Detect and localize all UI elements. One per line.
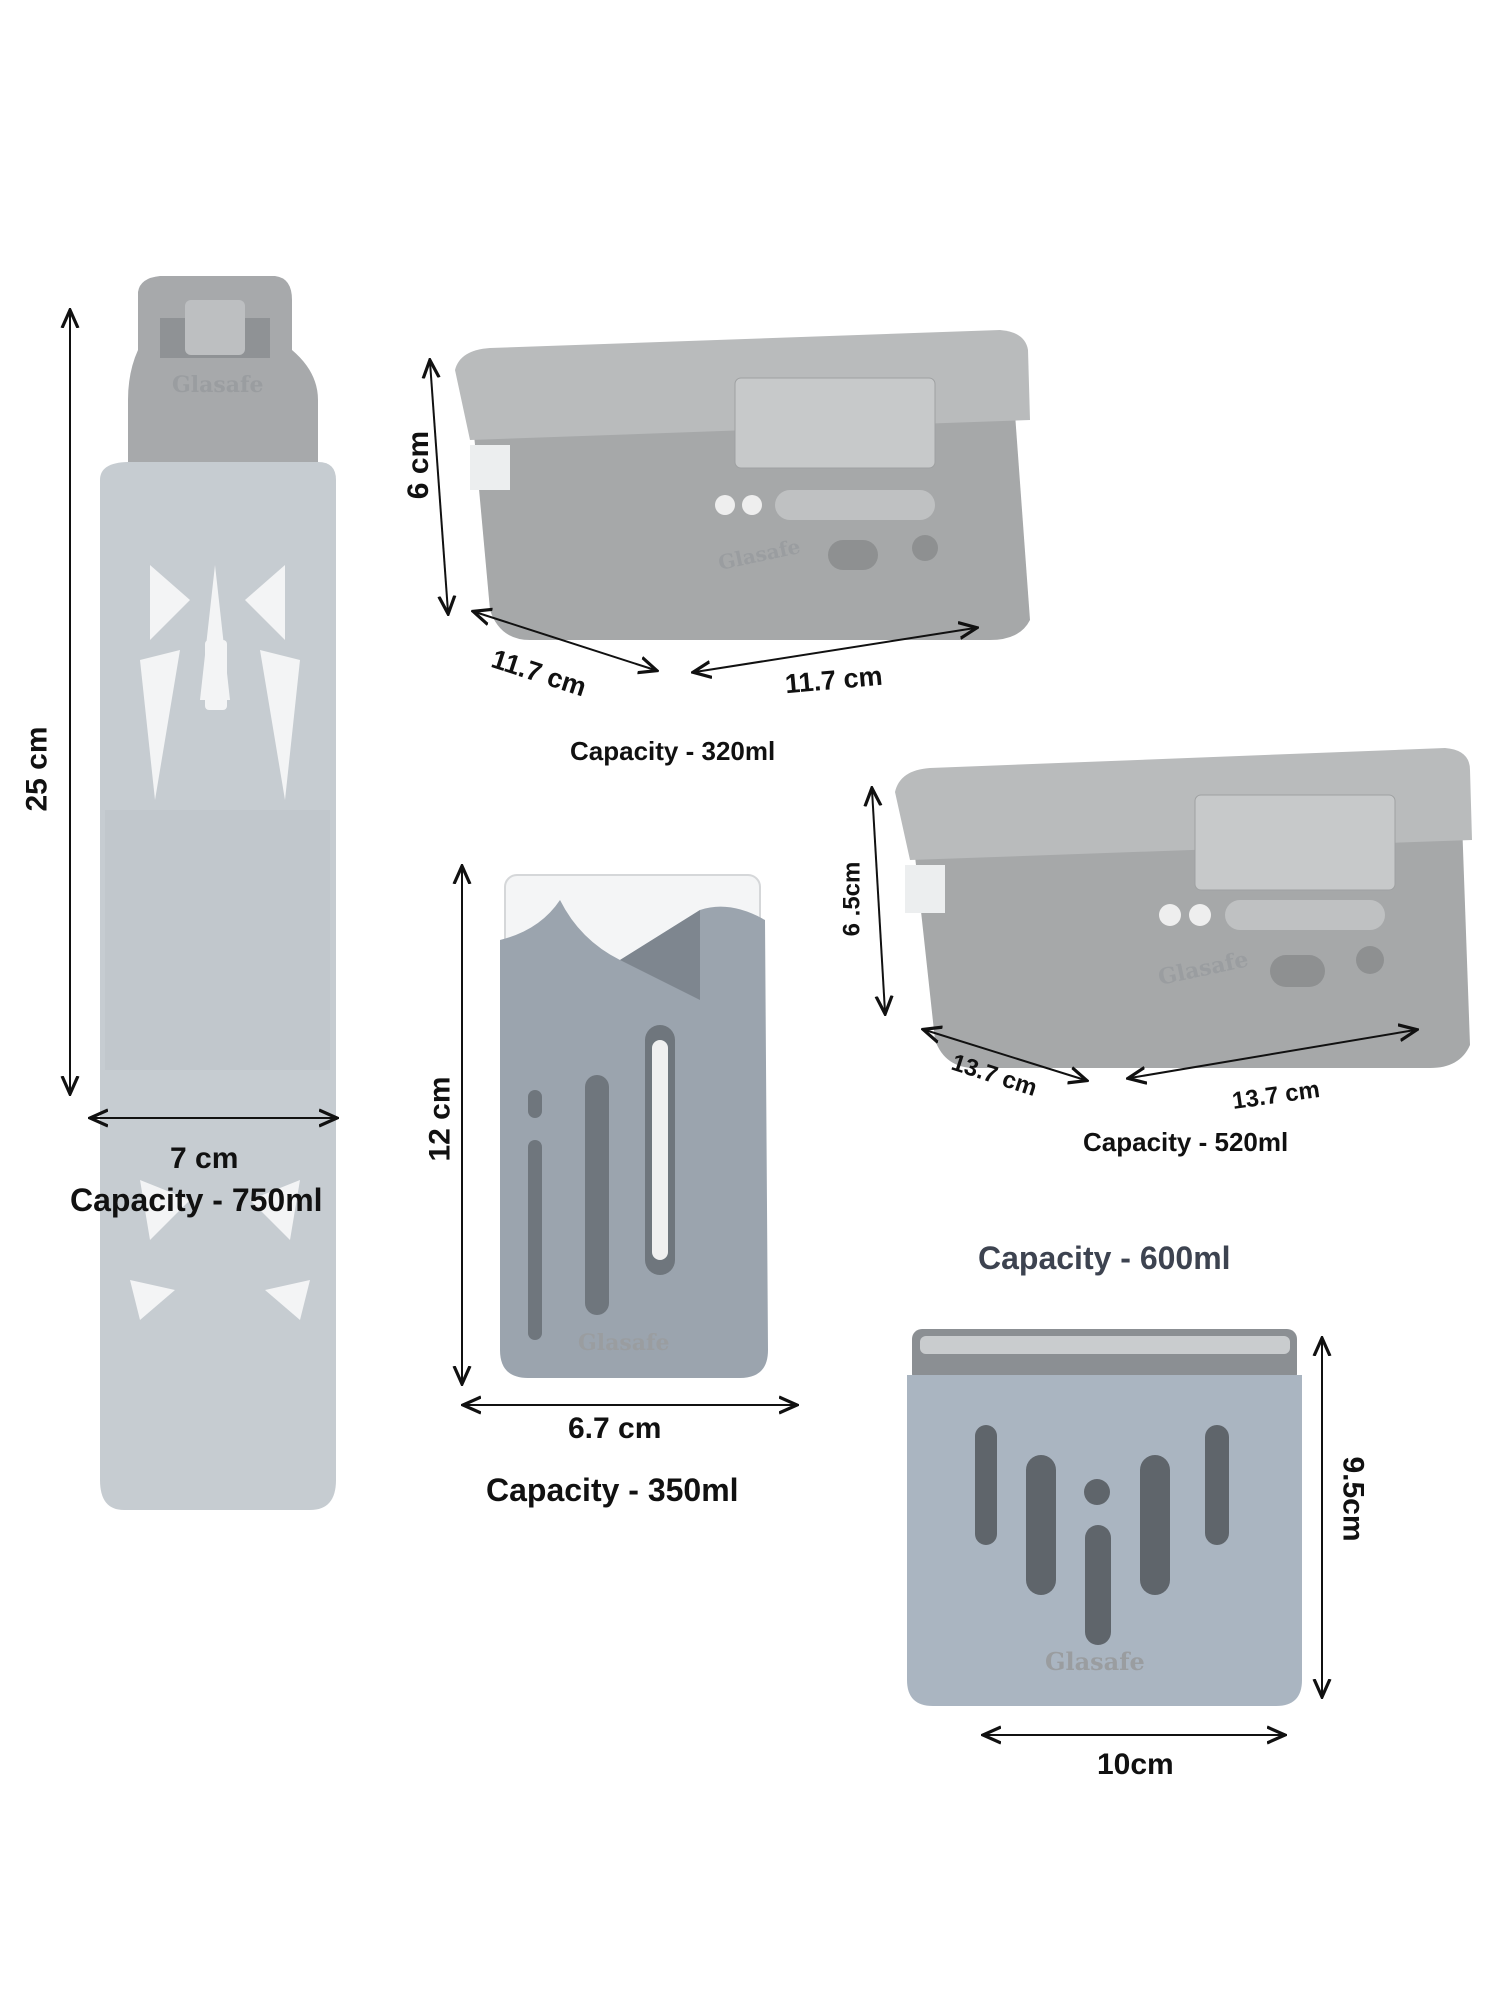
container-large-image: Glasafe [895, 748, 1472, 1068]
canister-height-label: 9.5cm [1336, 1456, 1370, 1542]
canister-capacity-label: Capacity - 600ml [978, 1240, 1231, 1276]
canister-width-label: 10cm [1097, 1748, 1174, 1781]
tumbler-height-label: 12 cm [423, 1076, 457, 1162]
tumbler-image: Glasafe [500, 874, 768, 1378]
tumbler-capacity-label: Capacity - 350ml [486, 1472, 739, 1508]
container-large-height-arrow [872, 790, 885, 1012]
container-small-height-label: 6 cm [402, 430, 436, 500]
bottle-image: Glasafe [100, 276, 336, 1510]
canister-image: Glasafe [907, 1329, 1302, 1706]
container-large-capacity-label: Capacity - 520ml [1083, 1127, 1289, 1157]
bottle-width-label: 7 cm [170, 1142, 239, 1175]
container-small-height-arrow [430, 362, 448, 612]
bottle-brand-logo: Glasafe [172, 372, 264, 398]
container-small-width-arrow [695, 628, 975, 672]
bottle-height-label: 25 cm [20, 726, 54, 812]
svg-text:Glasafe: Glasafe [578, 1330, 670, 1356]
tumbler-width-label: 6.7 cm [568, 1412, 662, 1445]
container-small-capacity-label: Capacity - 320ml [570, 736, 776, 766]
bottle-capacity-label: Capacity - 750ml [70, 1182, 323, 1218]
container-large-depth-arrow [925, 1030, 1085, 1080]
container-small-depth-arrow [475, 612, 655, 670]
container-small-image: Glasafe [455, 330, 1030, 640]
container-large-height-label: 6 .5cm [838, 861, 866, 937]
container-large-width-arrow [1130, 1030, 1415, 1078]
svg-text:Glasafe: Glasafe [1045, 1647, 1145, 1676]
